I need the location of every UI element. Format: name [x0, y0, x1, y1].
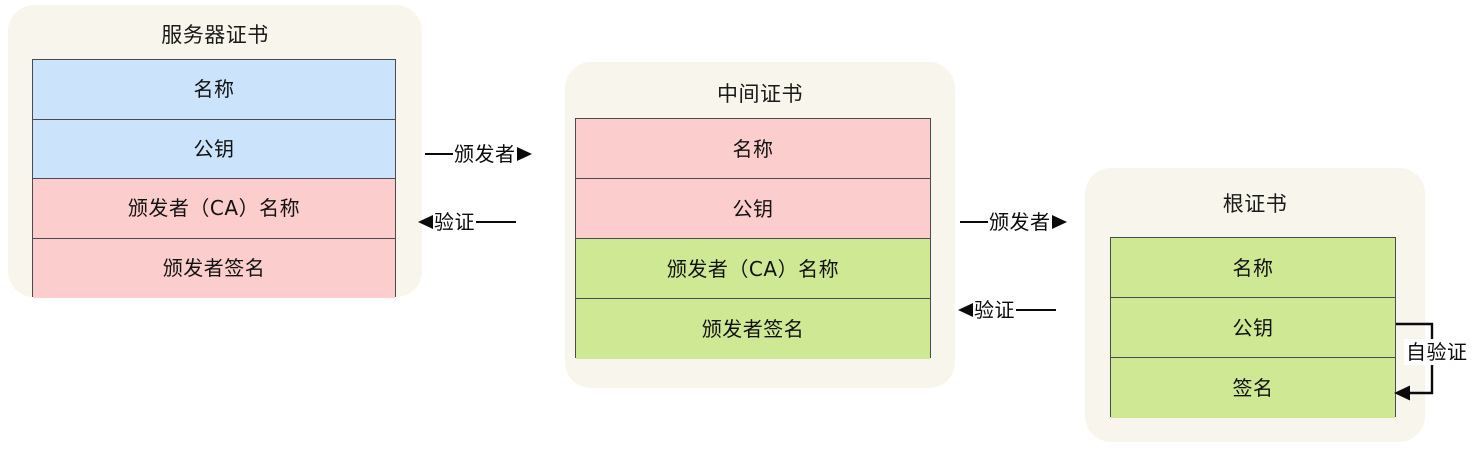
card-title-intermediate-certificate: 中间证书: [717, 82, 803, 106]
card-root-certificate: 根证书 名称 公钥 签名: [1085, 168, 1425, 442]
arrow-right-icon: [1051, 215, 1067, 229]
field-table-intermediate-certificate: 名称 公钥 颁发者（CA）名称 颁发者签名: [575, 118, 931, 359]
table-row: 颁发者（CA）名称: [33, 179, 395, 239]
table-row: 颁发者签名: [576, 299, 930, 359]
field-table-server-certificate: 名称 公钥 颁发者（CA）名称 颁发者签名: [32, 59, 396, 298]
connector-label: 颁发者: [989, 210, 1051, 234]
table-row: 公钥: [576, 179, 930, 239]
arrow-left-icon: [958, 303, 973, 317]
table-row: 颁发者（CA）名称: [576, 239, 930, 299]
card-intermediate-certificate: 中间证书 名称 公钥 颁发者（CA）名称 颁发者签名: [565, 62, 955, 388]
connector-line: [960, 221, 988, 223]
table-row: 颁发者签名: [33, 238, 395, 298]
connector-label: 验证: [434, 210, 475, 234]
arrow-left-icon: [418, 215, 433, 229]
connector-label: 颁发者: [454, 142, 516, 166]
card-title-server-certificate: 服务器证书: [161, 23, 269, 47]
connector-line: [1016, 309, 1056, 311]
table-row: 名称: [1111, 238, 1395, 298]
card-title-root-certificate: 根证书: [1222, 192, 1288, 216]
connector-issuer-server-to-intermediate: 颁发者: [425, 143, 532, 165]
field-table-root-certificate: 名称 公钥 签名: [1110, 237, 1396, 418]
table-row: 签名: [1111, 358, 1395, 418]
connector-issuer-intermediate-to-root: 颁发者: [960, 211, 1067, 233]
connector-verify-intermediate-to-server: 验证: [418, 211, 516, 233]
self-verify-label: 自验证: [1404, 339, 1470, 365]
connector-line: [425, 153, 453, 155]
connector-verify-root-to-intermediate: 验证: [958, 299, 1056, 321]
connector-label: 验证: [974, 298, 1015, 322]
arrow-right-icon: [516, 147, 532, 161]
table-row: 公钥: [33, 119, 395, 179]
table-row: 名称: [33, 60, 395, 120]
table-row: 名称: [576, 119, 930, 179]
card-server-certificate: 服务器证书 名称 公钥 颁发者（CA）名称 颁发者签名: [8, 5, 422, 298]
table-row: 公钥: [1111, 298, 1395, 358]
connector-line: [476, 221, 516, 223]
